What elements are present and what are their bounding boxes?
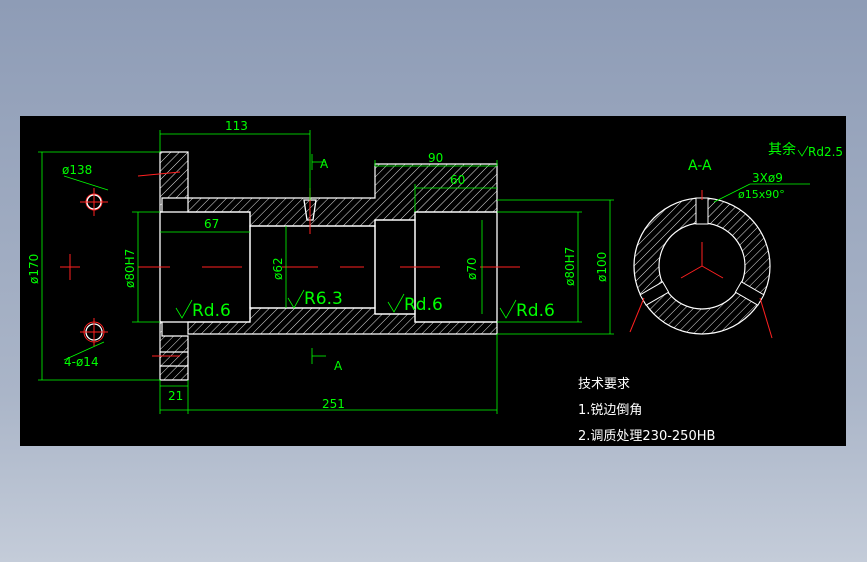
- dimension-lines: [38, 130, 614, 414]
- dim-113: 113: [225, 119, 248, 133]
- flange-top-hatch: [159, 151, 189, 213]
- dim-90: 90: [428, 151, 443, 165]
- roughness-4: Rd.6: [516, 301, 555, 321]
- dim-bore-62: ø62: [271, 257, 285, 280]
- section-a-a-view: A-A 3Xø9 ø15x90°: [629, 158, 810, 339]
- dimension-texts: 113 90 60 67 21 251 ø138 4-ø14 ø170 ø80H…: [27, 119, 609, 411]
- body-bottom-hatch: [187, 307, 498, 335]
- cad-drawing-canvas: 113 90 60 67 21 251 ø138 4-ø14 ø170 ø80H…: [20, 116, 846, 446]
- dim-bore-80h7-right: ø80H7: [563, 247, 577, 286]
- roughness-3: Rd.6: [404, 295, 443, 315]
- technical-requirements: 技术要求 1.锐边倒角 2.调质处理230-250HB: [578, 377, 715, 444]
- dim-outer-100: ø100: [595, 252, 609, 282]
- cut-label-bottom: A: [334, 359, 343, 373]
- section-hole-top: [695, 197, 709, 225]
- notes-line-1: 1.锐边倒角: [578, 403, 642, 418]
- cut-label-top: A: [320, 157, 329, 171]
- dim-21: 21: [168, 389, 183, 403]
- longitudinal-section: [159, 151, 498, 381]
- dim-holes: 4-ø14: [64, 355, 99, 369]
- dim-bolt-circle: ø138: [62, 163, 92, 177]
- radial-hole: [303, 199, 317, 221]
- dim-flange-dia: ø170: [27, 254, 41, 284]
- centerline: [137, 171, 181, 177]
- notes-title: 技术要求: [578, 377, 630, 392]
- dim-radial-holes: 3Xø9: [752, 171, 783, 185]
- roughness-2: R6.3: [304, 289, 343, 309]
- dim-60: 60: [450, 173, 465, 187]
- roughness-rest-value: Rd2.5: [808, 145, 843, 159]
- dim-251: 251: [322, 397, 345, 411]
- section-view-label: A-A: [688, 158, 712, 174]
- dim-countersink: ø15x90°: [738, 188, 785, 201]
- dim-67: 67: [204, 217, 219, 231]
- technical-drawing: 113 90 60 67 21 251 ø138 4-ø14 ø170 ø80H…: [27, 119, 843, 444]
- flange-end-view: [60, 188, 108, 346]
- notes-line-2: 2.调质处理230-250HB: [578, 429, 715, 444]
- dim-bore-80h7-left: ø80H7: [123, 249, 137, 288]
- flange-bottom-hatch: [159, 321, 189, 381]
- dim-bore-70: ø70: [465, 257, 479, 280]
- centerlines: [137, 171, 520, 357]
- roughness-rest-label: 其余: [768, 141, 796, 158]
- roughness-1: Rd.6: [192, 301, 231, 321]
- roughness-symbols: Rd.6 R6.3 Rd.6 Rd.6 其余 Rd2.5: [175, 141, 843, 321]
